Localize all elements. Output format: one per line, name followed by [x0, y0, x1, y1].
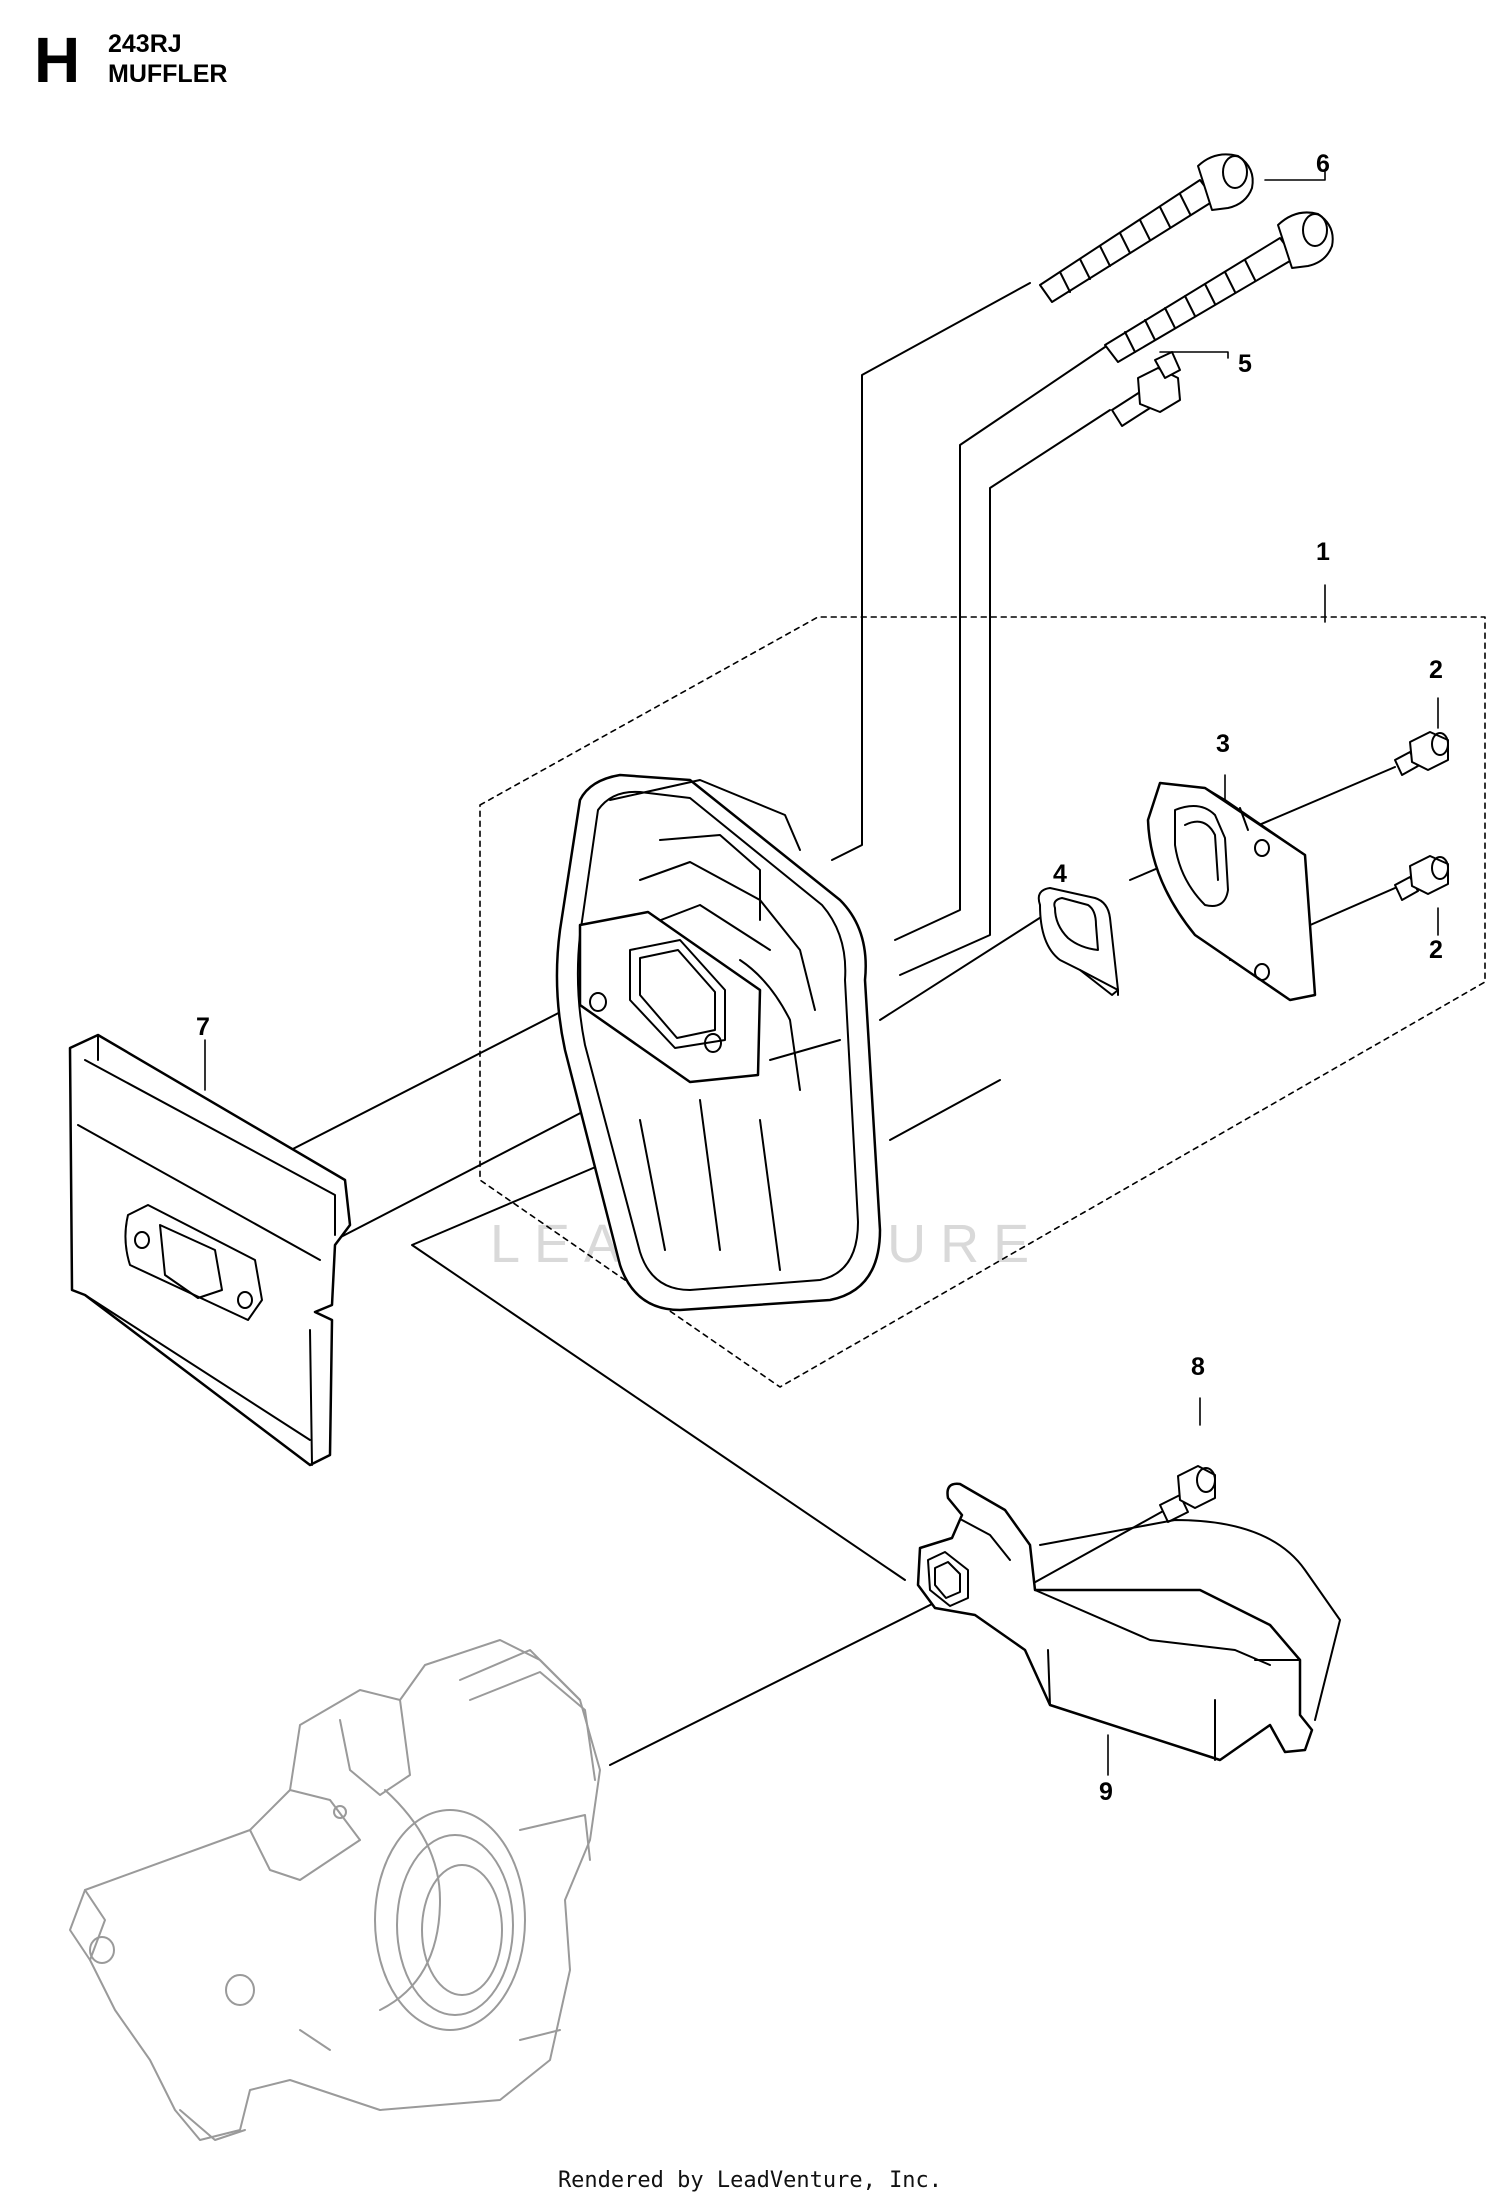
screw-upper-icon: [1394, 731, 1449, 776]
callout-3: 3: [1216, 730, 1230, 758]
callout-5: 5: [1238, 350, 1252, 378]
callout-2-upper: 2: [1429, 656, 1443, 684]
callout-2-lower: 2: [1429, 936, 1443, 964]
callout-7: 7: [196, 1013, 210, 1041]
callout-8: 8: [1191, 1353, 1205, 1381]
deflector-plate-icon: [1146, 781, 1317, 1002]
screw-item8-icon: [1159, 1465, 1216, 1523]
long-bolt-lower-icon: [1104, 211, 1334, 363]
diagram-title: MUFFLER: [108, 59, 228, 88]
long-bolt-upper-icon: [1039, 153, 1254, 303]
muffler-body-icon: [555, 773, 882, 1312]
callout-1: 1: [1316, 538, 1330, 566]
screw-lower-icon: [1394, 855, 1449, 901]
callout-numbers: 1 2 2 3 4 5 6 7 8 9: [196, 150, 1443, 1806]
short-screw-icon: [1111, 351, 1181, 427]
muffler-guard-icon: [916, 1482, 1341, 1762]
model-number: 243RJ: [108, 30, 182, 58]
footer-credit: Rendered by LeadVenture, Inc.: [557, 2168, 943, 2193]
callout-4: 4: [1053, 860, 1067, 888]
small-gasket-icon: [1037, 887, 1119, 996]
crankcase-context-icon: [69, 1639, 601, 2141]
diagram-header: 243RJ MUFFLER: [108, 30, 227, 89]
section-letter: H: [34, 24, 81, 96]
callout-6: 6: [1316, 150, 1330, 178]
heat-shield-plate-icon: [68, 1033, 352, 1467]
guide-lines: [87, 282, 1396, 1766]
callout-leaders: [204, 171, 1439, 1776]
callout-9: 9: [1099, 1778, 1113, 1806]
